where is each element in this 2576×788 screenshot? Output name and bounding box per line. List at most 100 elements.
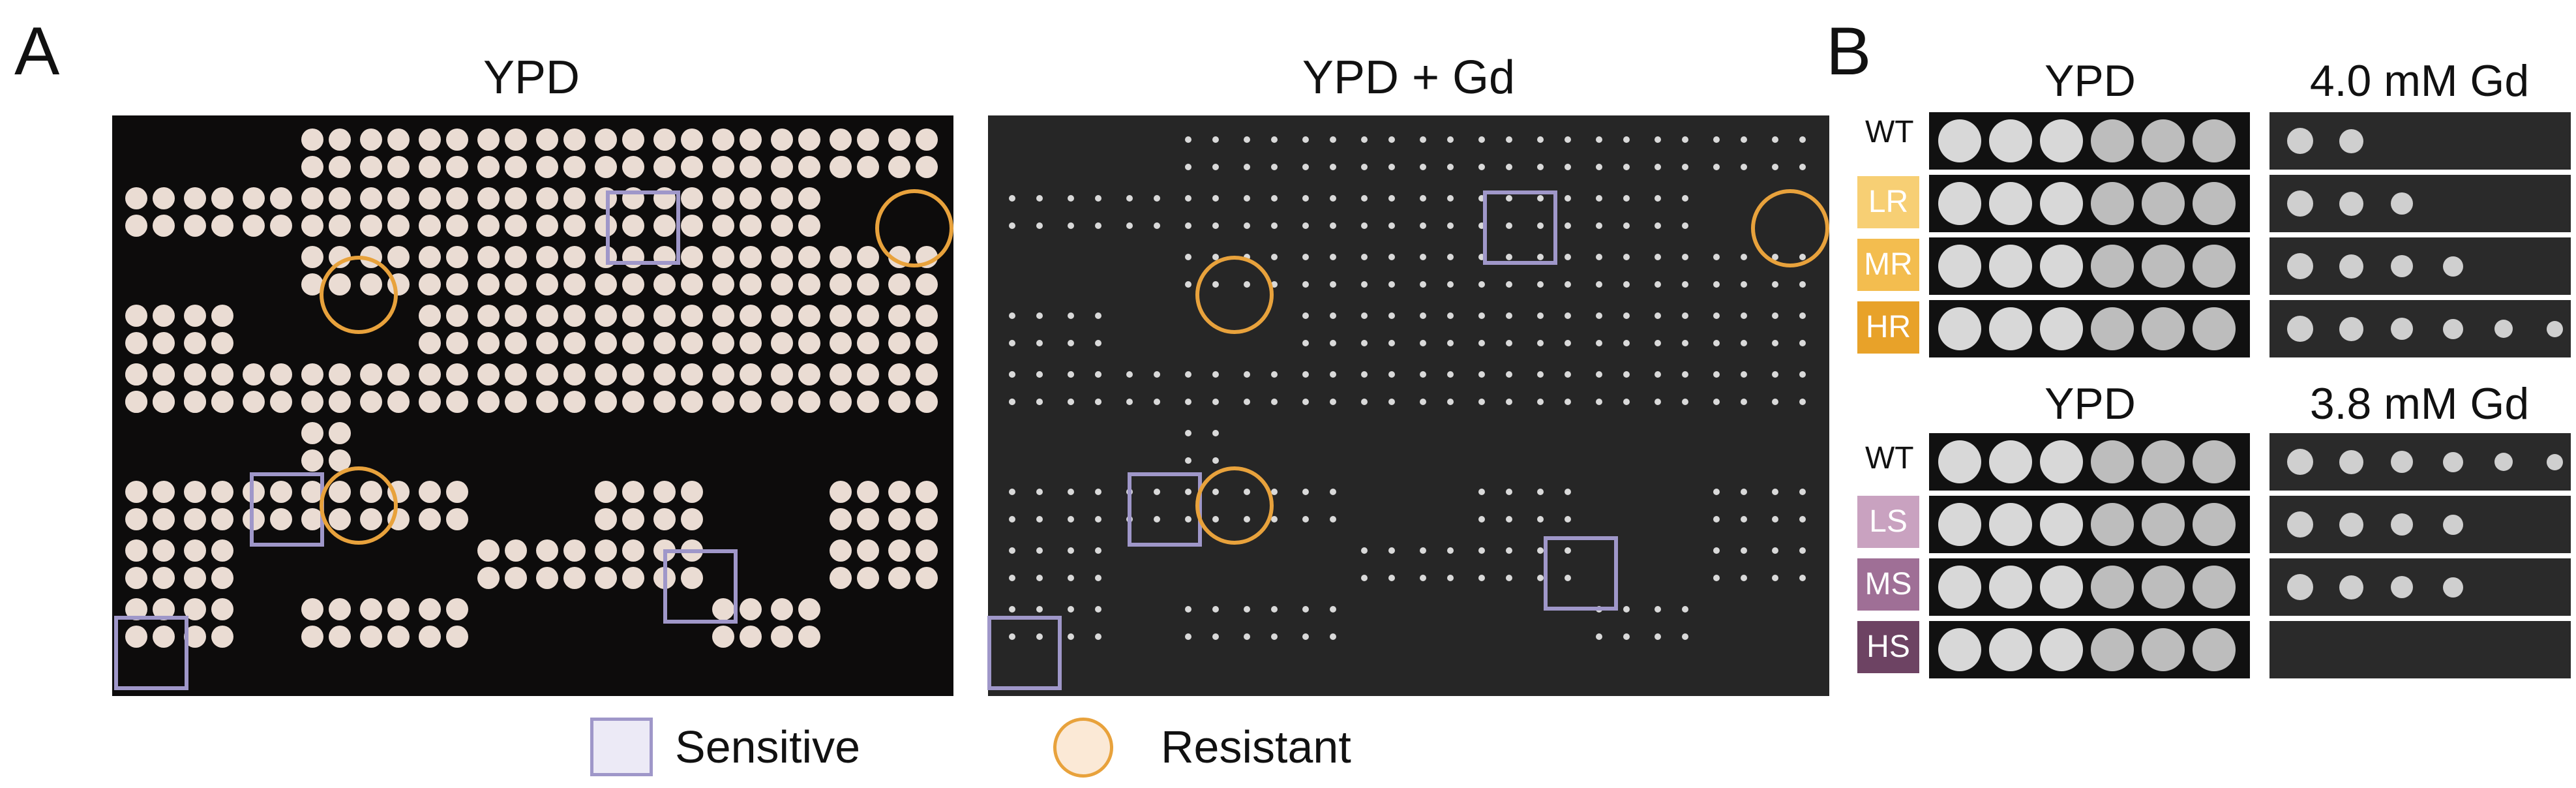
colony — [1713, 371, 1720, 378]
colony — [270, 187, 292, 209]
growth-spot — [1989, 503, 2032, 546]
colony — [888, 508, 910, 530]
colony — [771, 363, 793, 386]
colony — [563, 332, 586, 354]
colony — [1388, 281, 1395, 288]
colony — [1009, 606, 1015, 613]
colony — [125, 481, 147, 503]
colony — [1302, 516, 1309, 523]
colony — [681, 481, 703, 503]
colony — [184, 391, 206, 413]
colony — [1068, 489, 1074, 495]
colony — [419, 481, 441, 503]
colony — [329, 363, 351, 386]
colony — [1772, 340, 1778, 346]
colony — [1478, 136, 1485, 143]
colony — [830, 305, 852, 327]
colony — [1212, 281, 1219, 288]
sensitive-square-a1 — [606, 190, 680, 265]
colony — [681, 273, 703, 296]
colony — [563, 246, 586, 268]
growth-spot — [2193, 628, 2236, 671]
colony — [1623, 281, 1630, 288]
colony — [536, 187, 558, 209]
colony — [1388, 222, 1395, 229]
colony — [329, 598, 351, 620]
colony — [1388, 312, 1395, 319]
growth-spot — [2040, 182, 2083, 225]
colony — [360, 215, 382, 237]
colony — [1655, 312, 1661, 319]
colony — [1478, 371, 1485, 378]
colony — [329, 422, 351, 444]
colony — [419, 391, 441, 413]
colony — [595, 391, 617, 413]
colony — [1212, 254, 1219, 260]
colony — [1565, 312, 1571, 319]
colony — [622, 567, 644, 589]
growth-spot — [2287, 449, 2313, 475]
colony — [888, 156, 910, 178]
colony — [1095, 195, 1101, 202]
colony — [1713, 489, 1720, 495]
panel-a-letter: A — [14, 14, 60, 89]
colony — [477, 273, 500, 296]
colony — [1244, 222, 1250, 229]
colony — [1009, 195, 1015, 202]
colony — [1185, 136, 1191, 143]
growth-spot — [2339, 316, 2363, 341]
colony — [771, 305, 793, 327]
colony — [798, 215, 820, 237]
colony — [125, 539, 147, 562]
colony — [771, 215, 793, 237]
colony — [1623, 633, 1630, 640]
colony — [505, 156, 527, 178]
growth-spot — [2040, 628, 2083, 671]
colony — [1682, 371, 1688, 378]
colony — [595, 567, 617, 589]
colony — [1330, 254, 1336, 260]
colony — [1565, 371, 1571, 378]
colony — [1506, 489, 1512, 495]
colony — [153, 187, 175, 209]
growth-spot — [2193, 307, 2236, 350]
colony — [1741, 136, 1747, 143]
colony — [653, 273, 676, 296]
colony — [681, 246, 703, 268]
colony — [1713, 254, 1720, 260]
colony — [477, 391, 500, 413]
growth-spot — [1938, 628, 1981, 671]
colony — [771, 598, 793, 620]
ypd-spot-strip — [1929, 496, 2250, 553]
growth-spot — [2287, 253, 2313, 279]
colony — [1330, 340, 1336, 346]
colony — [1799, 575, 1806, 581]
colony — [595, 332, 617, 354]
growth-spot — [2339, 129, 2363, 153]
colony — [653, 508, 676, 530]
colony — [301, 422, 323, 444]
colony — [916, 567, 938, 589]
growth-spot — [2391, 255, 2413, 277]
colony — [798, 187, 820, 209]
colony — [536, 246, 558, 268]
colony — [505, 129, 527, 151]
b-top-strain-1: WT — [1865, 115, 1914, 149]
colony — [1068, 547, 1074, 554]
colony — [798, 305, 820, 327]
colony — [1036, 489, 1043, 495]
colony — [1095, 547, 1101, 554]
growth-spot — [2546, 453, 2563, 470]
colony — [1420, 281, 1426, 288]
colony — [740, 156, 762, 178]
colony — [1095, 606, 1101, 613]
gd-spot-strip — [2269, 300, 2571, 357]
colony — [1361, 547, 1368, 554]
colony — [211, 598, 233, 620]
colony — [622, 215, 644, 237]
colony — [563, 215, 586, 237]
colony — [1506, 222, 1512, 229]
colony — [1799, 516, 1806, 523]
colony — [830, 129, 852, 151]
